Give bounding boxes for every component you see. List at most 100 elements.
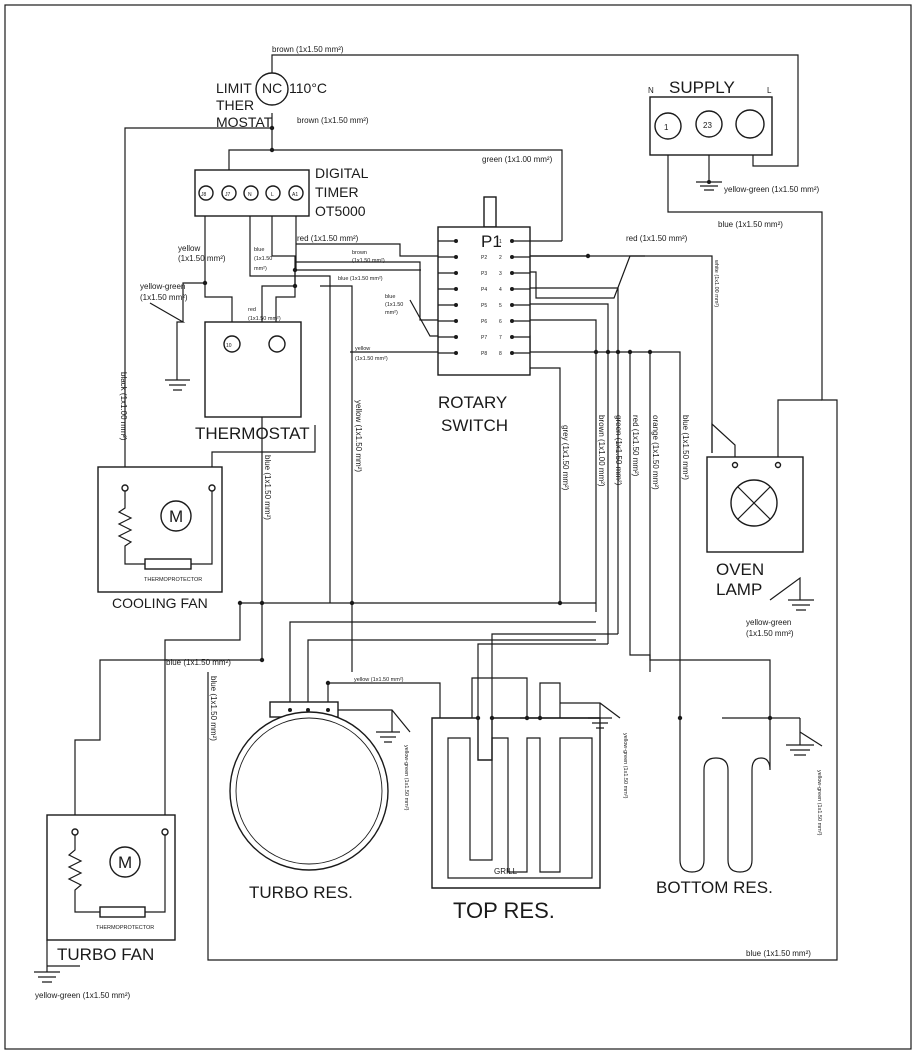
wire-grey	[510, 367, 561, 603]
lamp-terminal	[731, 461, 739, 469]
supply-n: N	[648, 86, 654, 95]
timer-terminal-j8: J8	[201, 192, 207, 198]
wire-sw-3	[510, 287, 619, 634]
earth-symbol-icon	[34, 940, 80, 983]
lamp-label-2: LAMP	[716, 580, 762, 599]
label-yg-lamp-2: (1x1.50 mm²)	[746, 629, 794, 638]
label-red-thermo-2: (1x1.50 mm²)	[248, 316, 281, 322]
label-blue-bottom: blue (1x1.50 mm²)	[746, 949, 811, 958]
label-blue-timer-1: blue	[254, 247, 264, 253]
lamp-cross	[737, 486, 771, 520]
timer-terminal	[198, 185, 214, 201]
wire-yellow-res	[327, 682, 441, 718]
wire-blue-vert	[261, 270, 296, 603]
wire-green-vert	[510, 303, 609, 644]
label-blue-vert: blue (1x1.50 mm²)	[263, 455, 272, 520]
supply: N L SUPPLY 1 23	[648, 78, 773, 191]
switch-pin-right-label: 1	[499, 239, 502, 245]
junction	[707, 180, 711, 184]
wire-red-right	[510, 255, 645, 299]
bottom-res-title: BOTTOM RES.	[656, 878, 773, 897]
switch-pin-right-label: 4	[499, 287, 502, 293]
wire-brown-vert	[510, 319, 597, 612]
label-black: black (1x1.00 mm²)	[119, 372, 128, 441]
junction	[269, 125, 275, 131]
switch-pin-left-label: P5	[481, 303, 487, 309]
junction	[605, 349, 611, 355]
switch-pin-left-label: P3	[481, 271, 487, 277]
fan-terminal	[208, 484, 216, 492]
timer-terminal-l: L	[271, 192, 274, 198]
label-yg-turbo-fan: yellow-green (1x1.50 mm²)	[35, 991, 130, 1000]
junction	[259, 600, 265, 606]
cooling-motor-label: M	[169, 507, 183, 526]
junction	[677, 715, 683, 721]
cooling-thermoprotector: THERMOPROTECTOR	[144, 577, 202, 583]
timer-terminal	[243, 185, 259, 201]
switch-pin-left-label: P8	[481, 351, 487, 357]
timer-terminal	[288, 185, 304, 201]
turbo-res-inner	[235, 717, 383, 865]
turbo-res-ring	[229, 711, 389, 871]
wire-top-res-1	[477, 643, 608, 718]
switch-label-2: SWITCH	[441, 416, 508, 435]
switch-pin-right-label: 5	[499, 303, 502, 309]
cooling-fan: M THERMOPROTECTOR COOLING FAN	[97, 466, 223, 611]
timer-terminal-n: N	[248, 192, 252, 198]
junction	[288, 708, 292, 712]
limit-label-2: THER	[216, 97, 254, 113]
label-blue-sw2-2: (1x1.50	[385, 302, 403, 308]
wire-lamp-left	[711, 422, 736, 463]
junction	[292, 283, 298, 289]
thermostat-terminal-label: 10	[226, 343, 232, 349]
label-blue-vert2: blue (1x1.50 mm²)	[681, 415, 690, 480]
digital-timer: DIGITAL TIMER OT5000 J8 J7 N L A1	[194, 165, 369, 219]
supply-terminal-23-label: 23	[703, 121, 712, 130]
fan-wire	[145, 835, 166, 913]
earth-symbol-icon	[560, 702, 621, 729]
timer-terminal	[221, 185, 237, 201]
wire-blue-turbo	[74, 603, 263, 832]
wire-brown-sw	[296, 261, 438, 321]
label-yellow-res: yellow (1x1.50 mm²)	[354, 677, 404, 683]
junction	[326, 708, 330, 712]
wire-blue-sw2	[409, 299, 438, 337]
label-yg-supply: yellow-green (1x1.50 mm²)	[724, 185, 819, 194]
switch-head: P1	[481, 232, 502, 251]
label-green-vert: green (1x1.50 mm²)	[614, 415, 623, 486]
label-yg-turbo-res: yellow-green (1x1.50 mm²)	[403, 745, 409, 811]
wire-limit-timer	[228, 113, 273, 183]
switch-pin-right-label: 7	[499, 335, 502, 341]
label-brown-sw-1: brown	[352, 250, 367, 256]
label-yg-bottom-res: yellow-green (1x1.50 mm²)	[816, 770, 822, 836]
label-blue-sw2-3: mm²)	[385, 310, 398, 316]
lamp-label-1: OVEN	[716, 560, 764, 579]
supply-terminal-1	[654, 112, 682, 140]
switch-pin-left-label: P4	[481, 287, 487, 293]
limit-temp: 110°C	[289, 80, 327, 96]
fan-wire	[191, 491, 213, 565]
label-yg-left-2: (1x1.50 mm²)	[140, 293, 188, 302]
label-red-thermo-1: red	[248, 307, 256, 313]
supply-title: SUPPLY	[669, 78, 735, 97]
junction	[325, 680, 331, 686]
fan-coil	[67, 835, 100, 913]
earth-symbol-icon	[769, 576, 814, 611]
wire-orange-vert	[649, 352, 771, 718]
bottom-res: BOTTOM RES.	[656, 718, 823, 897]
switch-shaft	[483, 196, 497, 228]
turbo-fan-title: TURBO FAN	[57, 945, 154, 964]
thermostat-terminal	[268, 335, 286, 353]
label-orange-vert: orange (1x1.50 mm²)	[651, 415, 660, 490]
wire-white	[510, 255, 713, 453]
junction	[269, 147, 275, 153]
switch-pin-right-label: 2	[499, 255, 502, 261]
junction	[259, 657, 265, 663]
fan-coil	[117, 491, 145, 565]
top-res-title: TOP RES.	[453, 898, 555, 923]
label-blue-sw: blue (1x1.50 mm²)	[338, 276, 383, 282]
bottom-res-element	[679, 757, 771, 873]
turbo-fan: M THERMOPROTECTOR TURBO FAN	[34, 814, 176, 983]
